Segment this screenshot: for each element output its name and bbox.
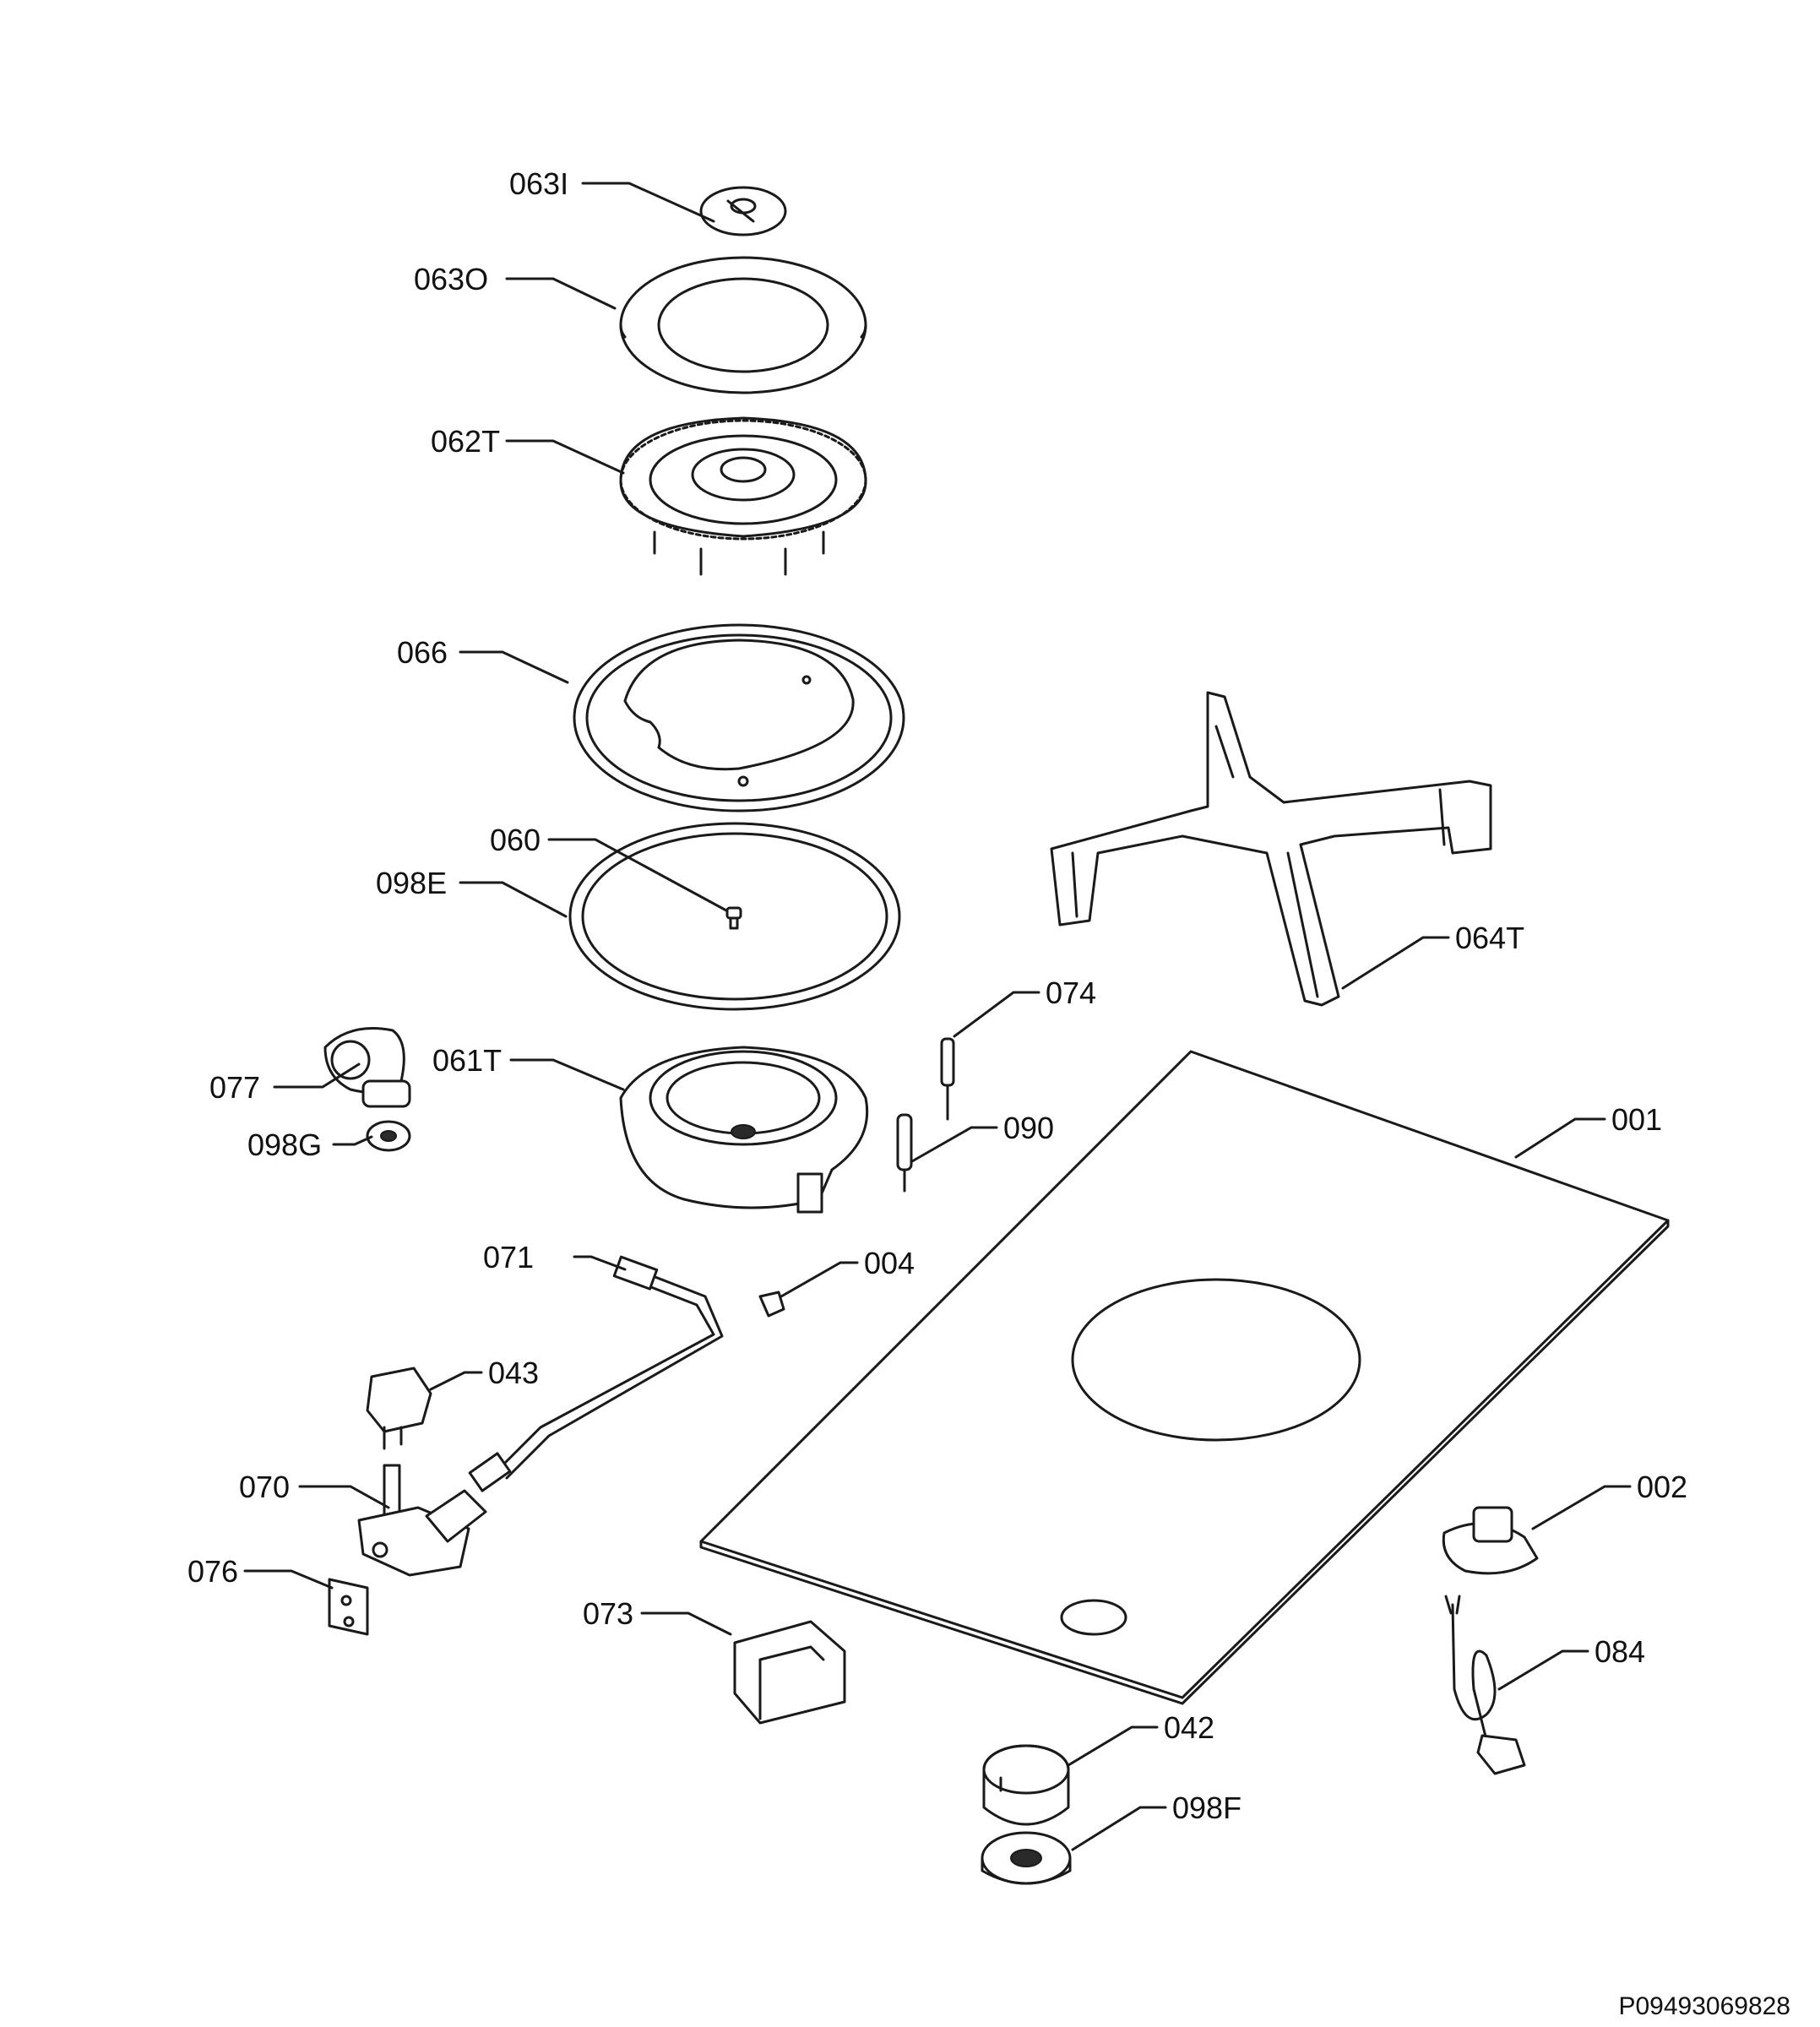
callout-043: 043 — [488, 1356, 539, 1390]
leader-004 — [780, 1261, 859, 1298]
leader-062T — [505, 439, 625, 475]
leader-061T — [509, 1058, 625, 1091]
leader-060 — [547, 838, 728, 912]
part-061T-burner-base[interactable] — [619, 1046, 869, 1214]
leader-066 — [459, 650, 569, 684]
part-066-spillage-plate[interactable] — [573, 623, 905, 812]
part-077-elbow-connector[interactable] — [323, 1027, 411, 1108]
callout-076: 076 — [187, 1554, 238, 1589]
leader-084 — [1497, 1649, 1589, 1691]
leader-064T — [1341, 936, 1450, 990]
leader-077 — [273, 1062, 361, 1089]
callout-063I: 063I — [509, 166, 568, 201]
leader-098G — [332, 1135, 373, 1146]
leader-071 — [573, 1255, 627, 1271]
callout-098E: 098E — [376, 866, 447, 900]
callout-063O: 063O — [414, 262, 488, 296]
callout-071: 071 — [483, 1240, 534, 1274]
callout-098F: 098F — [1172, 1791, 1241, 1825]
leader-042 — [1067, 1725, 1159, 1767]
part-063I-burner-cap[interactable] — [699, 186, 787, 236]
part-001-glass-top[interactable] — [699, 1050, 1670, 1705]
document-number: P09493069828 — [1618, 1992, 1790, 2020]
callout-066: 066 — [397, 635, 448, 670]
callout-077: 077 — [209, 1070, 260, 1105]
part-002-grommet[interactable] — [1442, 1506, 1539, 1575]
part-098F-knob-seal[interactable] — [981, 1831, 1072, 1885]
part-070-gas-valve[interactable] — [357, 1464, 487, 1577]
leader-070 — [298, 1485, 390, 1509]
leader-090 — [910, 1126, 998, 1163]
part-004-clip[interactable] — [758, 1291, 785, 1318]
callout-073: 073 — [583, 1596, 633, 1631]
callout-098G: 098G — [247, 1128, 322, 1162]
leader-076 — [243, 1569, 334, 1590]
part-098E-gasket[interactable] — [568, 822, 901, 1011]
callout-002: 002 — [1637, 1470, 1687, 1504]
leader-098F — [1071, 1806, 1167, 1851]
part-090-electrode[interactable] — [896, 1113, 913, 1193]
part-060-screw[interactable] — [725, 906, 742, 930]
callout-090: 090 — [1003, 1111, 1054, 1145]
callout-060: 060 — [490, 823, 541, 857]
part-064T-pan-support[interactable] — [1050, 691, 1492, 1007]
part-084-mains-cable[interactable] — [1444, 1595, 1526, 1775]
callout-061T: 061T — [432, 1043, 502, 1078]
callout-062T: 062T — [431, 424, 500, 459]
part-071-gas-pipe[interactable] — [468, 1255, 724, 1492]
part-063O-burner-ring[interactable] — [619, 256, 867, 394]
part-043-microswitch[interactable] — [366, 1367, 432, 1450]
leader-043 — [429, 1371, 483, 1391]
part-074-thermocouple[interactable] — [940, 1037, 955, 1121]
callout-070: 070 — [239, 1470, 290, 1504]
leader-lines — [243, 182, 1632, 1851]
leader-002 — [1531, 1485, 1632, 1530]
part-098G-washer[interactable] — [366, 1120, 411, 1152]
callout-042: 042 — [1164, 1710, 1214, 1745]
leader-074 — [953, 991, 1040, 1038]
part-062T-burner-crown[interactable] — [619, 416, 867, 576]
part-076-bracket[interactable] — [328, 1578, 369, 1636]
leader-001 — [1514, 1117, 1606, 1159]
leader-098E — [459, 881, 568, 918]
leader-073 — [640, 1611, 732, 1636]
part-042-control-knob[interactable] — [982, 1744, 1070, 1826]
callout-labels: 063I 063O 062T 066 060 098E 077 061T 098… — [187, 166, 1687, 1825]
callout-001: 001 — [1611, 1102, 1662, 1137]
callout-004: 004 — [864, 1246, 915, 1280]
part-073-ignition-module[interactable] — [733, 1620, 846, 1725]
callout-074: 074 — [1046, 975, 1096, 1010]
callout-064T: 064T — [1455, 921, 1524, 955]
callout-084: 084 — [1595, 1634, 1645, 1669]
leader-063O — [505, 277, 617, 310]
leader-063I — [581, 182, 715, 223]
